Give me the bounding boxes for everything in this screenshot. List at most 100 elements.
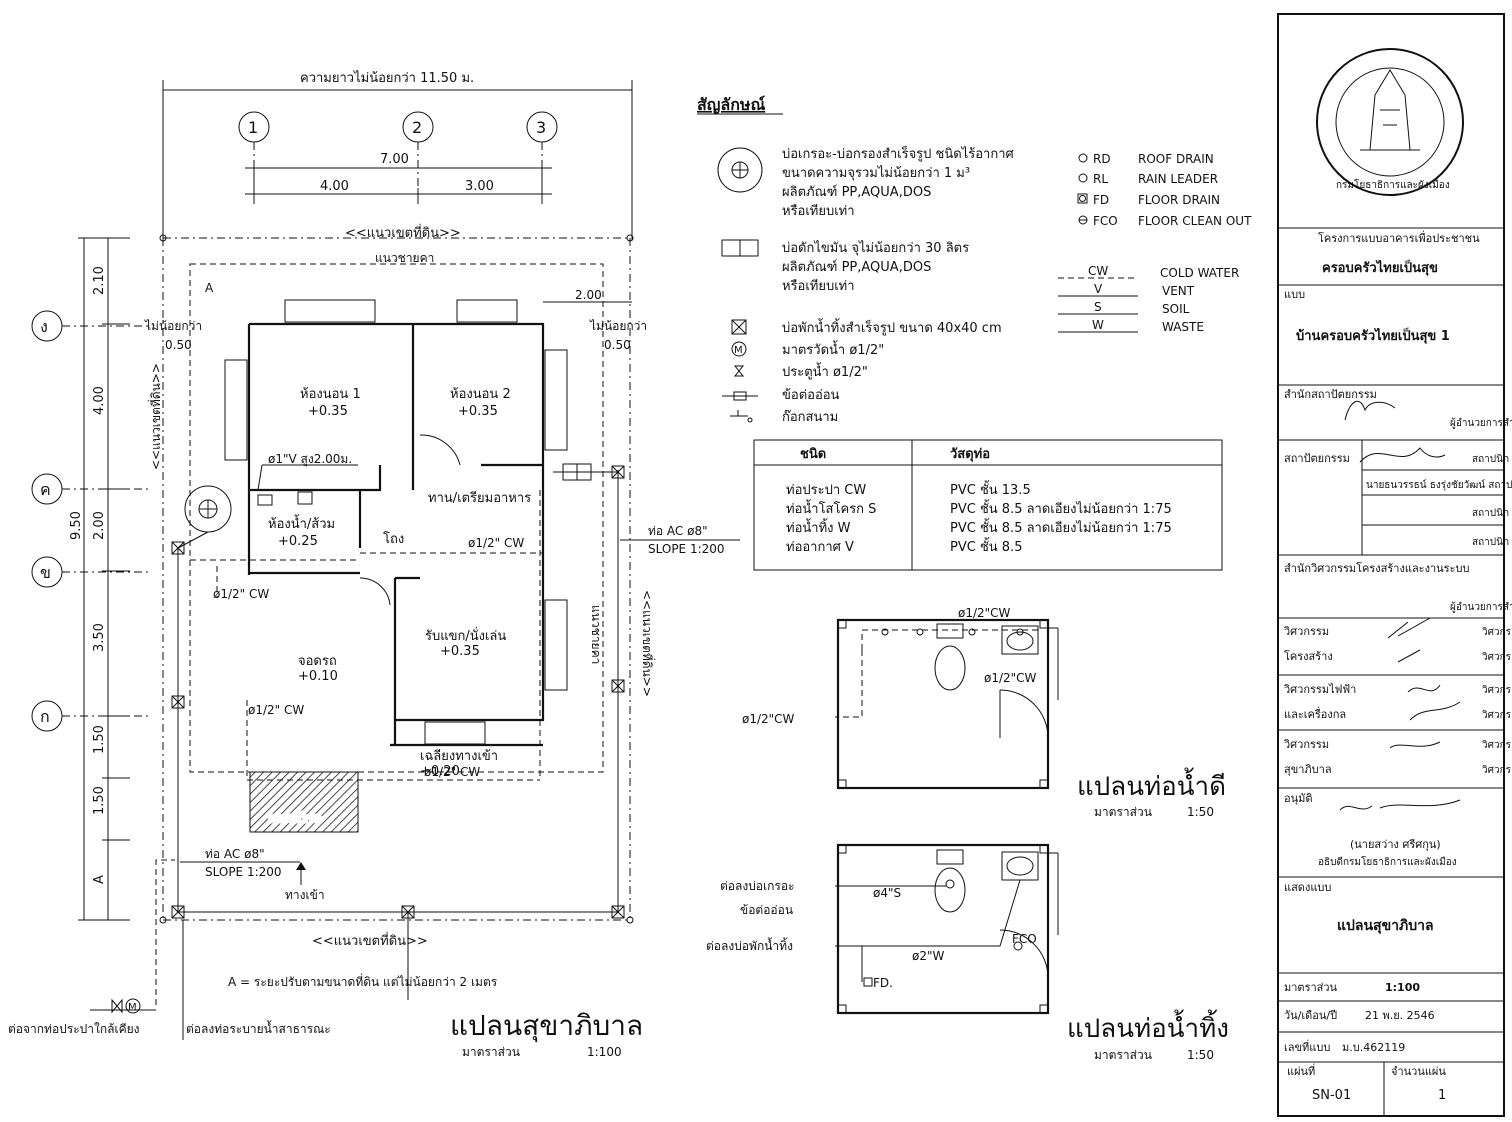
svg-text:ก๊อกสนาม: ก๊อกสนาม	[782, 410, 838, 425]
svg-text:A: A	[92, 875, 107, 884]
svg-text:วิศวกรรมไฟฟ้า: วิศวกรรมไฟฟ้า	[1283, 683, 1356, 696]
svg-text:SOIL: SOIL	[1162, 302, 1190, 316]
water-pipes	[155, 490, 543, 1005]
eaves-label-right: แนวชายคา	[589, 605, 603, 664]
water-pipe-top: ø1/2"CW	[958, 606, 1011, 620]
svg-text:CW: CW	[1088, 264, 1108, 278]
dim-total-x: 7.00	[380, 152, 409, 167]
svg-text:ขนาดความจุรวมไม่น้อยกว่า 1 ม³: ขนาดความจุรวมไม่น้อยกว่า 1 ม³	[782, 165, 970, 181]
title-number: ม.บ.462119	[1342, 1041, 1405, 1054]
drawing-name: แปลนสุขาภิบาล	[1337, 918, 1434, 934]
room-bedroom-1: ห้องนอน 1	[300, 387, 361, 402]
svg-text:สถาปนิก: สถาปนิก	[1472, 454, 1509, 465]
svg-text:ท่อน้ำทิ้ง W: ท่อน้ำทิ้ง W	[786, 518, 851, 536]
basin-icon	[1001, 851, 1039, 881]
driveway-hatch	[249, 771, 359, 833]
water-pipe-left: ø1/2"CW	[742, 712, 795, 726]
room-hall: โถง	[383, 531, 404, 547]
svg-text:และเครื่องกล: และเครื่องกล	[1284, 706, 1346, 721]
svg-text:1: 1	[248, 118, 258, 137]
driveway-label: ทางเข้ารถ	[268, 811, 321, 825]
toilet-icon	[934, 623, 966, 691]
line-legend: CW COLD WATER V VENT S SOIL W WASTE	[1058, 264, 1239, 334]
flex-joint-legend-icon	[722, 391, 758, 401]
svg-text:FD: FD	[1093, 193, 1109, 207]
sump-legend-icon	[731, 319, 747, 335]
fco-label: FCO	[1012, 932, 1037, 946]
fd-label: FD.	[873, 976, 893, 990]
svg-text:1.50: 1.50	[92, 786, 107, 815]
water-pipe-right: ø1/2"CW	[984, 671, 1037, 685]
svg-text:มาตรวัดน้ำ ø1/2": มาตรวัดน้ำ ø1/2"	[782, 340, 884, 358]
valve-legend-icon	[733, 365, 745, 377]
building-walls	[247, 322, 545, 747]
pipe-label-3: ø1/2" CW	[248, 703, 304, 717]
grid-row-b: ข	[31, 556, 150, 588]
pipe-material-table: ชนิด วัสดุท่อ ท่อประปา CW PVC ชั้น 13.5 …	[753, 439, 1223, 571]
svg-text:4.00: 4.00	[92, 386, 107, 415]
toilet-icon	[934, 849, 966, 913]
svg-text:VENT: VENT	[1162, 284, 1195, 298]
project-label: โครงการแบบอาคารเพื่อประชาชน	[1318, 230, 1480, 245]
svg-text:แผ่นที่: แผ่นที่	[1287, 1063, 1315, 1078]
grid-row-a: ก	[31, 700, 150, 732]
svg-text:วิศวกร: วิศวกร	[1482, 652, 1512, 663]
ac-pipe-right: ท่อ AC ø8"	[648, 524, 708, 538]
dim-x2: 3.00	[465, 179, 494, 194]
approve-label: อนุมัติ	[1284, 792, 1313, 805]
drain-legend: RD ROOF DRAIN RL RAIN LEADER FD FLOOR DR…	[1077, 152, 1252, 228]
svg-text:1.50: 1.50	[92, 725, 107, 754]
waste-plan-scale: 1:50	[1187, 1048, 1214, 1062]
svg-text:สถาปนิก: สถาปนิก	[1472, 508, 1509, 519]
entrance-label: ทางเข้า	[285, 888, 325, 902]
faucet-legend-icon	[730, 410, 753, 423]
boundary-top: <<แนวเขตที่ดิน>>	[345, 224, 461, 241]
meter-legend-icon: M	[731, 341, 747, 357]
svg-text:ข: ข	[40, 563, 51, 582]
water-plan-scale: 1:50	[1187, 805, 1214, 819]
project-name: ครอบครัวไทยเป็นสุข	[1322, 258, 1438, 276]
svg-text:3: 3	[536, 118, 546, 137]
waste-plan-scale-label: มาตราส่วน	[1094, 1048, 1152, 1062]
svg-text:ผลิตภัณฑ์ PP,AQUA,DOS: ผลิตภัณฑ์ PP,AQUA,DOS	[782, 259, 931, 275]
grid-row-d: ง	[31, 310, 150, 342]
svg-text:+0.35: +0.35	[308, 404, 348, 419]
architect-name: นายธนวรรธน์ ธงรุ่งชัยวัฒน์ สถาปนิก	[1366, 479, 1512, 491]
windows	[224, 299, 568, 745]
svg-text:PVC ชั้น 8.5: PVC ชั้น 8.5	[950, 537, 1022, 555]
svg-text:หรือเทียบเท่า: หรือเทียบเท่า	[782, 203, 855, 219]
eaves-label-top: แนวชายคา	[375, 251, 434, 265]
vent-note: ø1"V สูง2.00ม.	[268, 452, 352, 467]
svg-text:โครงสร้าง: โครงสร้าง	[1284, 649, 1333, 663]
svg-text:V: V	[1094, 282, 1103, 296]
model-name: บ้านครอบครัวไทยเป็นสุข 1	[1296, 326, 1450, 344]
svg-text:ผู้อำนวยการสำนัก: ผู้อำนวยการสำนัก	[1450, 601, 1512, 613]
approver-title: อธิบดีกรมโยธาธิการและผังเมือง	[1318, 855, 1457, 868]
svg-text:บ่อเกรอะ-บ่อกรองสำเร็จรูป ชนิด: บ่อเกรอะ-บ่อกรองสำเร็จรูป ชนิดไร้อากาศ	[782, 144, 1015, 162]
svg-text:ผู้อำนวยการสำนัก: ผู้อำนวยการสำนัก	[1450, 417, 1512, 429]
slope-right: SLOPE 1:200	[648, 542, 725, 556]
vertical-dim-ticks	[78, 237, 130, 921]
svg-text:ROOF DRAIN: ROOF DRAIN	[1138, 152, 1214, 166]
dim-top-right: 2.00	[575, 288, 602, 302]
svg-text:+0.10: +0.10	[298, 669, 338, 684]
from-supply: ต่อจากท่อประปาใกล้เคียง	[8, 1022, 140, 1036]
svg-text:3.50: 3.50	[92, 623, 107, 652]
to-drain: ต่อลงท่อระบายน้ำสาธารณะ	[186, 1020, 331, 1036]
svg-text:ประตูน้ำ ø1/2": ประตูน้ำ ø1/2"	[782, 362, 868, 380]
pipe-label-4: ø1/2" CW	[424, 765, 480, 779]
svg-text:วิศวกร: วิศวกร	[1482, 710, 1512, 721]
water-meter-icon: M	[90, 998, 156, 1014]
svg-text:ผลิตภัณฑ์ PP,AQUA,DOS: ผลิตภัณฑ์ PP,AQUA,DOS	[782, 184, 931, 200]
svg-text:PVC ชั้น 8.5 ลาดเอียงไม่น้อยกว: PVC ชั้น 8.5 ลาดเอียงไม่น้อยกว่า 1:75	[950, 518, 1172, 536]
waste-pipe: ø2"W	[912, 949, 944, 963]
note-a: A = ระยะปรับตามขนาดที่ดิน แต่ไม่น้อยกว่า…	[228, 973, 498, 989]
min-right-val: 0.50	[604, 338, 631, 352]
svg-text:+0.35: +0.35	[440, 644, 480, 659]
svg-text:หรือเทียบเท่า: หรือเทียบเท่า	[782, 278, 855, 294]
waste-water-plan: ต่อลงบ่อเกรอะ ข้อต่ออ่อน ต่อลงบ่อพักน้ำท…	[706, 843, 1229, 1062]
sheet-count: 1	[1438, 1088, 1446, 1103]
title-date: 21 พ.ย. 2546	[1365, 1009, 1435, 1022]
svg-text:COLD WATER: COLD WATER	[1160, 266, 1239, 280]
